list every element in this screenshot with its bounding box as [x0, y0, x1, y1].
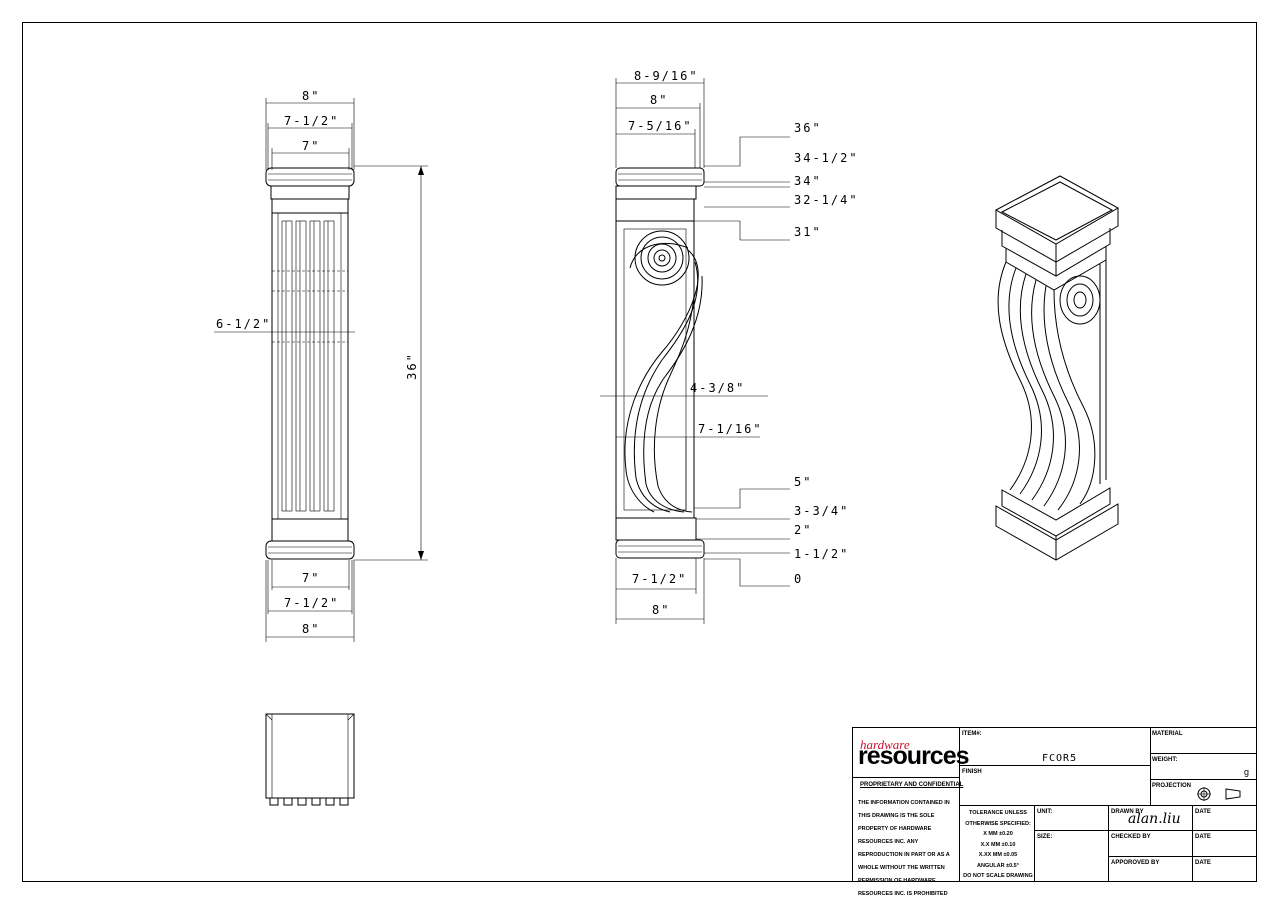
- title-block: hardware resources PROPRIETARY AND CONFI…: [852, 727, 1257, 897]
- weight-label: WEIGHT:: [1152, 757, 1178, 763]
- front-dim-top-2: 7-1/2": [284, 114, 339, 128]
- drawn-by-signature: alan.liu: [1128, 811, 1181, 827]
- checked-by-label: CHECKED BY: [1111, 834, 1151, 840]
- side-dim-bottom-1: 7-1/2": [632, 572, 687, 586]
- elev-34-1-2: 34-1/2": [794, 151, 859, 165]
- confidential-title: PROPRIETARY AND CONFIDENTIAL: [860, 782, 964, 788]
- date-label-1: DATE: [1195, 809, 1211, 815]
- elev-0: 0: [794, 572, 803, 586]
- front-dim-top-3: 7": [302, 139, 320, 153]
- date-label-2: DATE: [1195, 834, 1211, 840]
- front-dim-bottom-2: 7-1/2": [284, 596, 339, 610]
- elev-36: 36": [794, 121, 822, 135]
- size-label: SIZE:: [1037, 834, 1053, 840]
- elev-32-1-4: 32-1/4": [794, 193, 859, 207]
- logo-resources-text: resources: [858, 742, 970, 770]
- side-dim-top-2: 8": [650, 93, 668, 107]
- weight-value: g: [1244, 767, 1250, 777]
- logo-hardware-text: hardware: [860, 737, 910, 752]
- finish-label: FINISH: [962, 769, 982, 775]
- confidential-body: THE INFORMATION CONTAINED IN THIS DRAWIN…: [858, 800, 950, 897]
- front-dim-bottom-1: 7": [302, 571, 320, 585]
- elev-1-1-2: 1-1/2": [794, 547, 849, 561]
- approved-by-label: APPOROVED BY: [1111, 860, 1160, 866]
- isometric-view: [994, 175, 1120, 561]
- tolerance-notes: TOLERANCE UNLESS OTHERWISE SPECIFIED: X …: [963, 810, 1033, 879]
- front-dim-height: 36": [405, 352, 419, 380]
- side-dim-top-3: 7-5/16": [628, 119, 693, 133]
- side-dim-top-1: 8-9/16": [634, 69, 699, 83]
- elev-2: 2": [794, 523, 812, 537]
- projection-label: PROJECTION: [1152, 783, 1192, 789]
- elev-34: 34": [794, 174, 822, 188]
- front-dim-mid-width: 6-1/2": [216, 317, 271, 331]
- elev-5: 5": [794, 475, 812, 489]
- material-label: MATERIAL: [1152, 731, 1183, 737]
- item-value: FCOR5: [1042, 753, 1078, 764]
- projection-symbol-icon: [1197, 787, 1241, 801]
- side-dim-bottom-2: 8": [652, 603, 670, 617]
- front-view: 8" 7-1/2" 7" 6-1/2": [214, 89, 428, 642]
- side-dim-scroll-a: 4-3/8": [690, 381, 745, 395]
- unit-label: UNIT:: [1037, 809, 1053, 815]
- top-view: [265, 713, 355, 806]
- drawn-by-label: DRAWN BY: [1111, 809, 1144, 815]
- item-label: ITEM#:: [962, 731, 982, 737]
- elev-31: 31": [794, 225, 822, 239]
- side-dim-scroll-b: 7-1/16": [698, 422, 763, 436]
- side-view: 8-9/16" 8" 7-5/16": [600, 69, 859, 624]
- date-label-3: DATE: [1195, 860, 1211, 866]
- elev-3-3-4: 3-3/4": [794, 504, 849, 518]
- front-dim-top-1: 8": [302, 89, 320, 103]
- front-dim-bottom-3: 8": [302, 622, 320, 636]
- drawing-sheet-border: [22, 22, 1257, 882]
